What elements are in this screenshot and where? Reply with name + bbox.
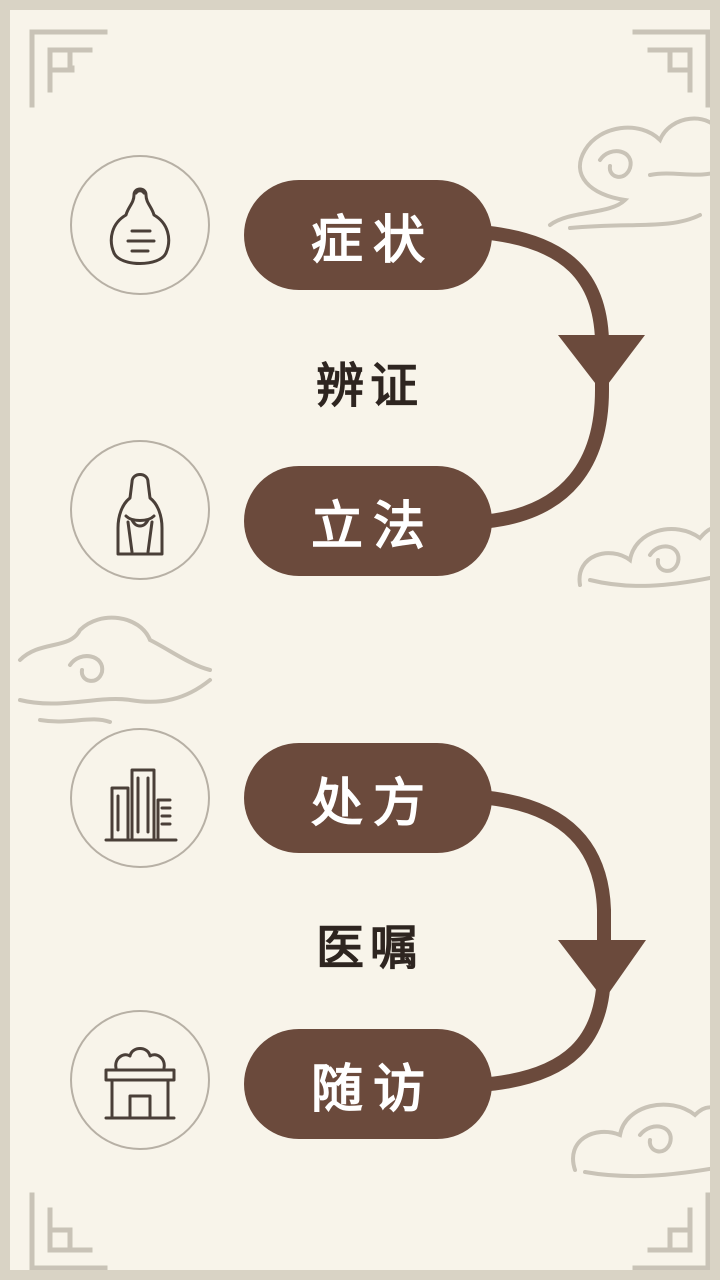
statue-icon [116, 473, 164, 556]
transition-label: 医嘱 [315, 920, 424, 976]
step-icon-circle [70, 728, 210, 868]
step-pill: 立法 [244, 466, 492, 576]
cloud-icon [18, 615, 212, 724]
step-pill: 随访 [244, 1029, 492, 1139]
house-icon [104, 1047, 176, 1120]
step-label: 立法 [310, 495, 435, 557]
flow-arrow-1 [473, 225, 645, 529]
gourd-icon [109, 187, 171, 265]
cloud-icon [577, 527, 710, 588]
buildings-icon [104, 768, 178, 842]
step-pill: 症状 [244, 180, 492, 290]
corner-ornament-top-left [29, 29, 108, 108]
flow-arrows [473, 225, 646, 1092]
cloud-icon [571, 1102, 710, 1179]
flow-arrow-2 [473, 790, 646, 1092]
cloud-icon [548, 116, 710, 230]
step-label: 处方 [310, 772, 435, 834]
corner-ornament-bottom-right [632, 1192, 710, 1270]
corner-ornament-top-right [632, 29, 710, 108]
step-icon-circle [70, 1010, 210, 1150]
corner-ornament-bottom-left [29, 1192, 108, 1270]
step-label: 随访 [310, 1058, 435, 1120]
transition-label: 辨证 [315, 358, 424, 414]
decoration-layer [18, 29, 710, 1270]
step-pill: 处方 [244, 743, 492, 853]
step-icon-circle [70, 440, 210, 580]
step-icon-circle [70, 155, 210, 295]
step-label: 症状 [310, 209, 435, 271]
